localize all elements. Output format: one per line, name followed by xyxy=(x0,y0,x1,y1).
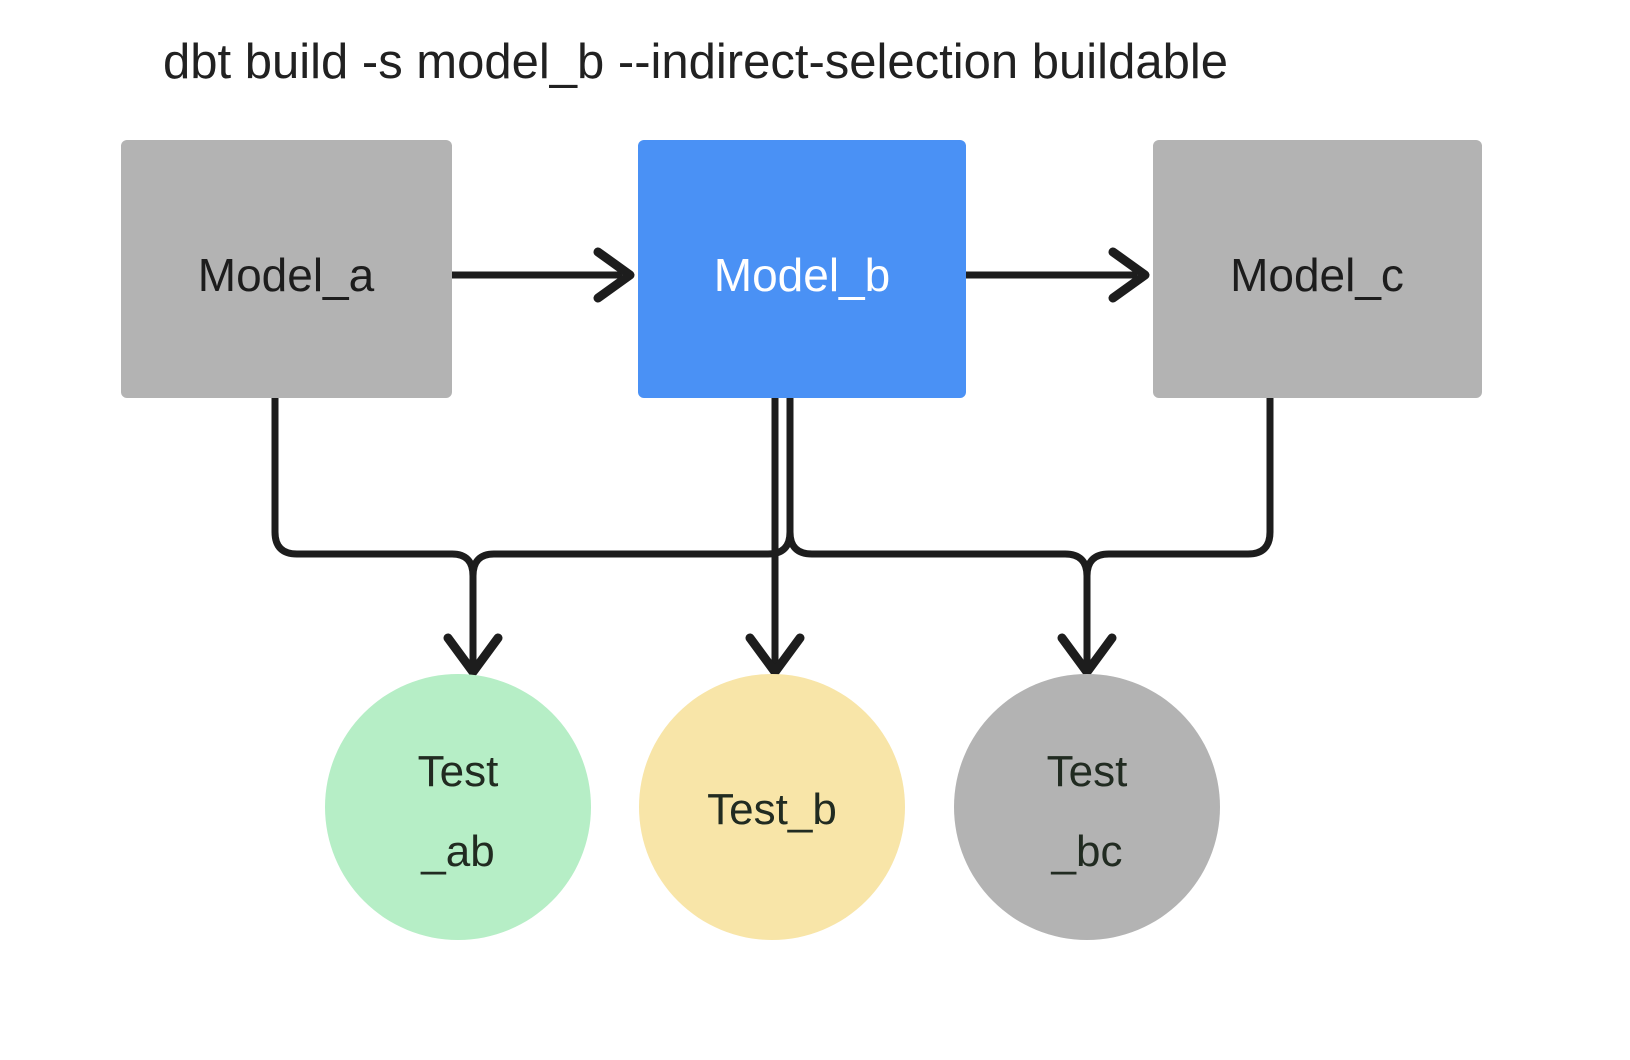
edge-model-b-to-test-ab xyxy=(469,398,794,668)
test-b-shape[interactable] xyxy=(639,674,905,940)
test-bc-label-line1: Test xyxy=(1047,747,1128,796)
edge-model-b-to-model-c xyxy=(966,247,1150,303)
test-ab-label-line2: _ab xyxy=(420,827,494,876)
node-model-c[interactable]: Model_c xyxy=(1153,140,1482,398)
edge-model-a-to-test-ab xyxy=(271,398,477,668)
model-b-label: Model_b xyxy=(714,249,890,301)
model-c-shape[interactable] xyxy=(1153,140,1482,398)
test-bc-label-line2: _bc xyxy=(1051,827,1123,876)
node-model-b[interactable]: Model_b xyxy=(638,140,966,398)
diagram-title: dbt build -s model_b --indirect-selectio… xyxy=(163,35,1228,89)
arrowhead-test-ab xyxy=(443,633,503,677)
test-ab-shape[interactable] xyxy=(325,674,591,940)
arrowhead-test-bc xyxy=(1057,633,1117,677)
model-b-shape[interactable] xyxy=(638,140,966,398)
test-ab-label-line1: Test xyxy=(418,747,499,796)
edge-model-b-to-test-bc xyxy=(786,398,1091,668)
test-bc-shape[interactable] xyxy=(954,674,1220,940)
node-test-ab[interactable]: Test _ab xyxy=(325,674,591,940)
test-b-label-line1: Test_b xyxy=(707,785,837,834)
edge-model-b-to-test-b xyxy=(745,398,805,677)
model-a-label: Model_a xyxy=(198,249,375,301)
edge-model-c-to-test-bc xyxy=(1083,398,1274,668)
node-model-a[interactable]: Model_a xyxy=(121,140,452,398)
model-c-label: Model_c xyxy=(1230,249,1404,301)
model-a-shape[interactable] xyxy=(121,140,452,398)
edge-model-a-to-model-b xyxy=(452,247,635,303)
node-test-bc[interactable]: Test _bc xyxy=(954,674,1220,940)
node-test-b[interactable]: Test_b xyxy=(639,674,905,940)
